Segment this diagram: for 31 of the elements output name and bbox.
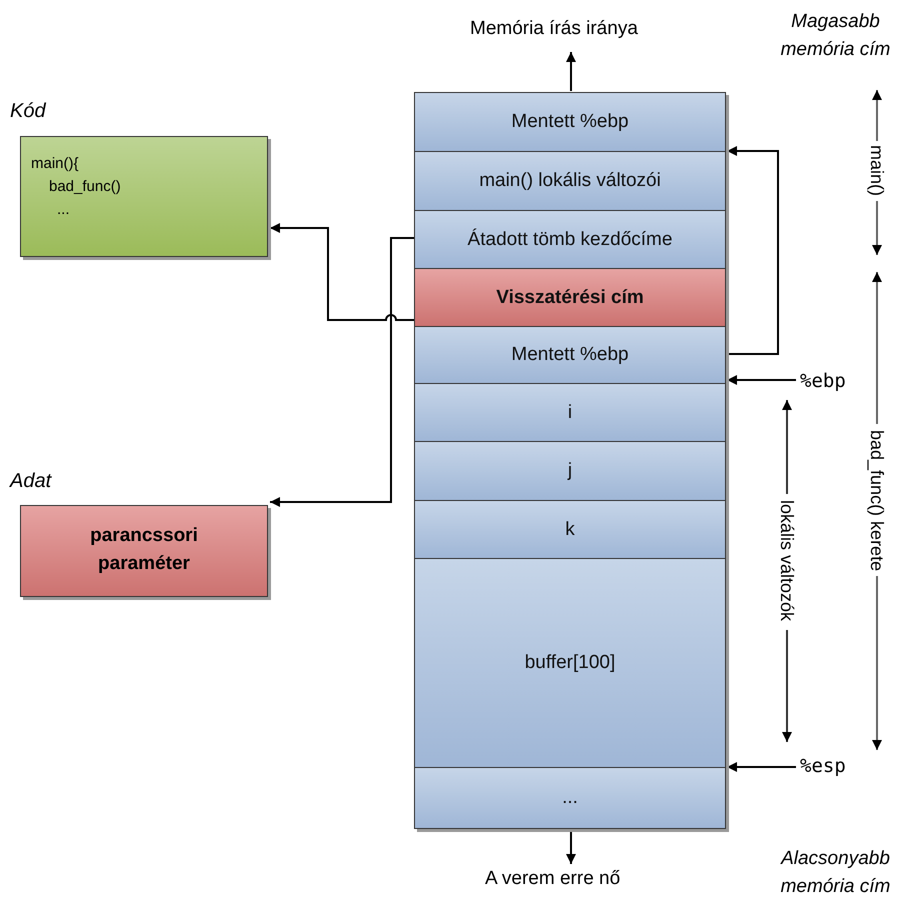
stack-cell: Mentett %ebp bbox=[414, 92, 726, 152]
arrow bbox=[726, 146, 779, 355]
stack-cell: k bbox=[414, 500, 726, 559]
stack-cell: main() lokális változói bbox=[414, 151, 726, 211]
arrow bbox=[566, 829, 576, 864]
code-line: bad_func() bbox=[49, 178, 121, 195]
dimension-label: bad_func() kerete bbox=[867, 430, 887, 572]
stack-cell: i bbox=[414, 383, 726, 442]
arrow bbox=[727, 762, 796, 772]
highlighted-stack-cell: Visszatérési cím bbox=[414, 268, 726, 327]
arrow bbox=[270, 237, 414, 507]
stack-cell: buffer[100] bbox=[414, 558, 726, 768]
data-text: parancssori paraméter bbox=[89, 524, 199, 576]
register-label: %ebp bbox=[800, 370, 846, 392]
annotation-text: Alacsonyabb memória cím bbox=[779, 847, 892, 899]
section-heading: Kód bbox=[10, 100, 46, 123]
stack-cell: Átadott tömb kezdőcíme bbox=[414, 210, 726, 269]
dimension-label: main() bbox=[867, 145, 887, 196]
annotation-text: Magasabb memória cím bbox=[780, 10, 892, 62]
arrow bbox=[566, 52, 576, 91]
stack-cell: j bbox=[414, 441, 726, 501]
direction-label: A verem erre nő bbox=[485, 868, 620, 890]
section-heading: Adat bbox=[10, 470, 52, 493]
direction-label: Memória írás iránya bbox=[470, 18, 638, 40]
arrow bbox=[727, 375, 796, 385]
code-line: ... bbox=[57, 201, 70, 218]
arrow bbox=[270, 223, 414, 321]
register-label: %esp bbox=[800, 755, 846, 777]
code-line: main(){ bbox=[31, 155, 79, 172]
stack-cell: ... bbox=[414, 767, 726, 829]
stack-cell: Mentett %ebp bbox=[414, 326, 726, 384]
